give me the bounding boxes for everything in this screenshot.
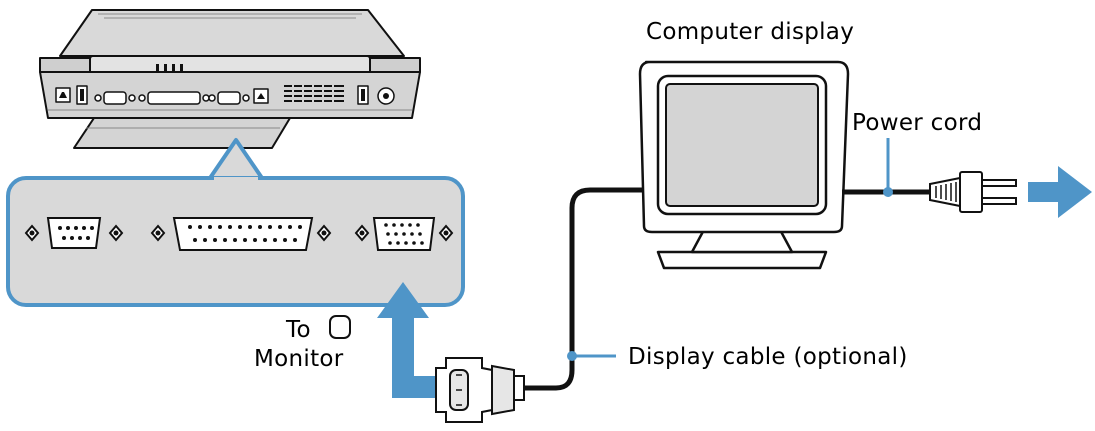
arrow-up-icon (377, 282, 446, 398)
display-cable-label: Display cable (optional) (628, 344, 908, 370)
computer-display-label: Computer display (646, 19, 854, 45)
laptop-rear-view (39, 9, 421, 149)
power-cord-dot (883, 187, 893, 197)
laptop-stand (73, 117, 291, 149)
display-cable-dot (567, 351, 577, 361)
to-label: To (285, 317, 311, 343)
serial-port (24, 217, 124, 249)
display-cable (524, 187, 646, 391)
status-lights (156, 64, 183, 72)
display-cable-connector (435, 357, 525, 423)
power-plug (929, 171, 1017, 213)
monitor-stand-base (656, 250, 828, 270)
monitor-port (354, 217, 454, 251)
monitor-symbol-icon (329, 315, 351, 339)
port-callout (6, 138, 465, 307)
vent-grid (282, 85, 344, 102)
vga-port-small (217, 91, 241, 105)
monitor-screen (665, 83, 819, 207)
power-cord-label: Power cord (852, 110, 982, 136)
arrow-right-icon (1028, 166, 1092, 218)
laptop-lid (59, 9, 405, 57)
laptop-rear-ports (55, 85, 395, 105)
parallel-port (150, 217, 332, 251)
serial-port-small (103, 91, 127, 105)
parallel-port-small (147, 91, 201, 105)
monitor-label: Monitor (254, 346, 344, 372)
computer-display (638, 60, 850, 270)
